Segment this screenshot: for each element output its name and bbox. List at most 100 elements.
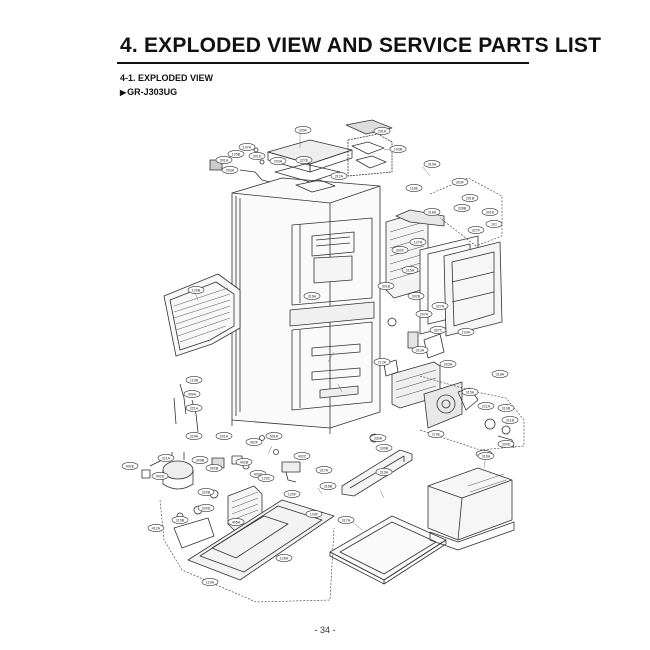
callout-label: 120F xyxy=(310,512,319,516)
part-callout: 120A xyxy=(457,328,475,336)
part-callout: 120F xyxy=(283,490,301,498)
callout-label: 309B xyxy=(196,458,205,462)
part-callout: 301D xyxy=(481,208,499,216)
callout-oval xyxy=(227,518,245,526)
callout-oval xyxy=(303,292,321,300)
callout-oval xyxy=(275,554,293,562)
callout-label: 315A xyxy=(466,390,475,394)
part-callout: 309A xyxy=(183,390,201,398)
callout-label: 501A xyxy=(270,434,279,438)
callout-label: 311A xyxy=(162,456,171,460)
callout-oval xyxy=(157,454,175,462)
callout-label: 316A xyxy=(308,294,317,298)
callout-oval xyxy=(171,516,189,524)
callout-oval xyxy=(265,432,283,440)
callout-label: 330B xyxy=(380,446,389,450)
part-callout: 107A xyxy=(238,143,256,151)
callout-label: 293A xyxy=(226,168,235,172)
part-callout: 311A xyxy=(157,454,175,462)
callout-label: 302B xyxy=(210,466,219,470)
cabinet-body xyxy=(231,177,381,434)
vegetable-box xyxy=(427,467,515,551)
callout-oval xyxy=(305,510,323,518)
callout-oval xyxy=(185,376,203,384)
callout-oval xyxy=(294,126,312,134)
callout-oval xyxy=(151,472,169,480)
callout-label: 101 xyxy=(491,222,497,226)
duct-assembly xyxy=(391,361,479,429)
callout-label: 316A xyxy=(482,454,491,458)
callout-label: 320D xyxy=(502,442,511,446)
callout-oval xyxy=(461,194,479,202)
model-label: ▶GR-J303UG xyxy=(120,87,177,97)
part-callout: 316A xyxy=(477,452,495,460)
callout-oval xyxy=(283,490,301,498)
part-callout: 303A xyxy=(439,360,457,368)
callout-label: 212A xyxy=(378,360,387,364)
section-heading: 4-1. EXPLODED VIEW xyxy=(120,73,214,83)
callout-label: 402A xyxy=(254,472,263,476)
part-callout: 320B xyxy=(197,488,215,496)
callout-oval xyxy=(391,246,409,254)
callout-oval xyxy=(337,516,355,524)
callout-oval xyxy=(481,208,499,216)
callout-oval xyxy=(407,292,425,300)
callout-oval xyxy=(191,456,209,464)
callout-label: 309A xyxy=(188,392,197,396)
callout-label: 320B xyxy=(202,490,211,494)
callout-label: 127A xyxy=(414,240,423,244)
callout-label: 303F xyxy=(456,180,465,184)
callout-oval xyxy=(497,404,515,412)
callout-label: 120A xyxy=(462,330,471,334)
callout-oval xyxy=(221,166,239,174)
callout-label: 118E xyxy=(410,186,419,190)
fridge-door-panel xyxy=(443,241,503,337)
callout-oval xyxy=(330,172,348,180)
part-callout: 412A xyxy=(147,524,165,532)
callout-label: 313A xyxy=(416,348,425,352)
page-number: - 34 - xyxy=(314,625,336,635)
callout-label: 302B xyxy=(412,294,421,298)
part-callout: 101 xyxy=(485,220,503,228)
callout-label: 318A xyxy=(428,210,437,214)
triangle-marker-icon: ▶ xyxy=(120,88,127,97)
callout-label: 402F xyxy=(250,440,259,444)
compressor xyxy=(162,452,194,490)
callout-oval xyxy=(477,452,495,460)
part-callout: 402D xyxy=(151,472,169,480)
callout-label: 203A xyxy=(274,159,283,163)
callout-label: 327A xyxy=(436,304,445,308)
callout-label: 310A xyxy=(428,162,437,166)
part-callout: 405A xyxy=(227,518,245,526)
callout-oval xyxy=(439,360,457,368)
part-callout: 318A xyxy=(423,208,441,216)
part-callout: 324A xyxy=(185,432,203,440)
callout-oval xyxy=(293,452,311,460)
callout-oval xyxy=(147,524,165,532)
callout-oval xyxy=(235,458,253,466)
part-callout: 315B xyxy=(171,516,189,524)
part-callout: 302B xyxy=(205,464,223,472)
part-callout: 211A xyxy=(477,402,495,410)
part-callout: 119A xyxy=(201,578,219,586)
upper-shelf xyxy=(311,231,355,284)
callout-label: 412A xyxy=(152,526,161,530)
callout-oval xyxy=(185,404,203,412)
model-number: GR-J303UG xyxy=(127,87,178,97)
part-callout: 127A xyxy=(409,238,427,246)
callout-oval xyxy=(215,156,233,164)
part-callout: 310A xyxy=(423,160,441,168)
part-callout: 310B xyxy=(497,404,515,412)
callout-label: 317A xyxy=(320,468,329,472)
callout-label: 329F xyxy=(299,128,308,132)
callout-oval xyxy=(467,226,485,234)
part-callout: 330B xyxy=(375,444,393,452)
part-callout: 315A xyxy=(401,266,419,274)
callout-label: 119A xyxy=(206,580,215,584)
callout-oval xyxy=(423,208,441,216)
callout-label: 201A xyxy=(220,434,229,438)
callout-oval xyxy=(185,432,203,440)
callout-label: 317A xyxy=(342,518,351,522)
callout-label: 327E xyxy=(300,158,309,162)
callout-oval xyxy=(491,370,509,378)
